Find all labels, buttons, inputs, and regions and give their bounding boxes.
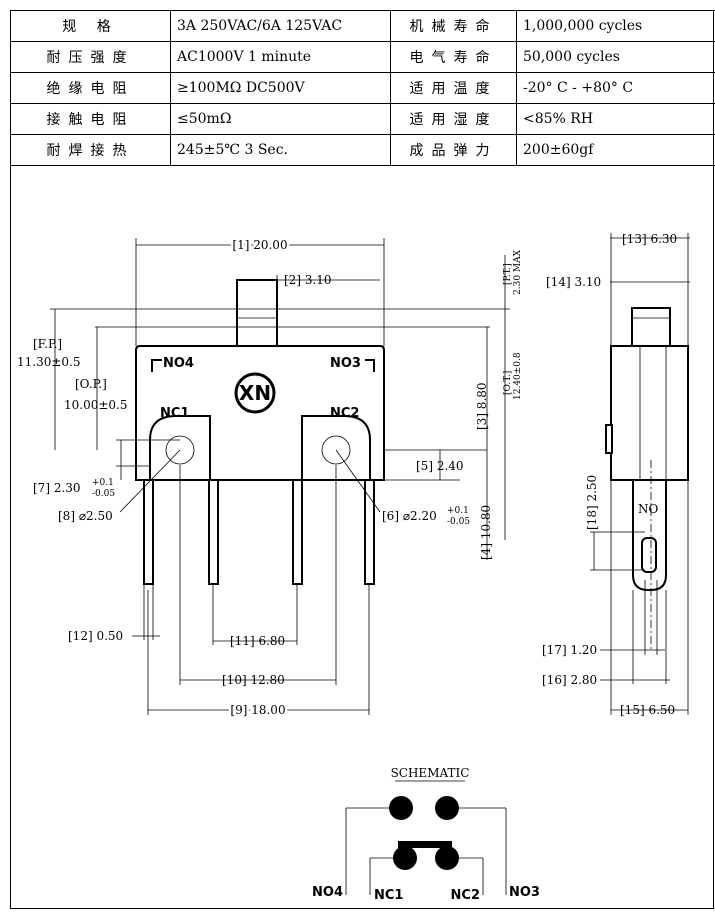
dim-16-label: [16] 2.80 xyxy=(542,673,597,687)
dim-10-label: [10] 12.80 xyxy=(222,673,285,687)
pin-nc1 xyxy=(208,479,219,585)
dim-11-label: [11] 6.80 xyxy=(230,634,285,648)
schematic-no3-label: NO3 xyxy=(509,885,540,900)
spec-label: 电气寿命 xyxy=(390,41,517,73)
dim-4-label: [4] 10.80 xyxy=(479,505,493,560)
ot-label: [O.T.] xyxy=(503,371,513,395)
spec-row: 接触电阻 ≤50mΩ 适用湿度 <85% RH xyxy=(10,103,715,135)
spec-value: 245±5℃ 3 Sec. xyxy=(170,134,391,166)
spec-table: 规 格 3A 250VAC/6A 125VAC 机械寿命 1,000,000 c… xyxy=(10,10,715,166)
contact-nc2 xyxy=(435,846,459,870)
pt-label: [P.T.] xyxy=(503,263,513,285)
contact-no3 xyxy=(435,796,459,820)
spec-value: 50,000 cycles xyxy=(516,41,715,73)
nc1-lug xyxy=(149,415,211,480)
nc2-label: NC2 xyxy=(330,406,359,421)
plunger xyxy=(236,279,278,347)
leader-8 xyxy=(119,449,181,513)
pin-no3 xyxy=(364,479,375,585)
spec-row: 绝缘电阻 ≥100MΩ DC500V 适用温度 -20° C - +80° C xyxy=(10,72,715,104)
spec-value: <85% RH xyxy=(516,103,715,135)
no3-label: NO3 xyxy=(330,356,361,371)
fp-label: [F.P.] xyxy=(33,337,62,351)
side-terminal-slot xyxy=(641,537,657,573)
dim-8-label: [8] ⌀2.50 xyxy=(58,509,113,523)
spec-label: 绝缘电阻 xyxy=(10,72,171,104)
front-view: NO4 NO3 XN NC1 NC2 [1] 20.00 xyxy=(17,236,523,720)
dim-17-label: [17] 1.20 xyxy=(542,643,597,657)
side-no-label: NO xyxy=(638,502,659,516)
nc2-lug xyxy=(301,415,371,480)
spec-label: 接触电阻 xyxy=(10,103,171,135)
schematic-nc2-label: NC2 xyxy=(451,888,480,903)
no3-bracket xyxy=(365,359,375,372)
spec-value: ≥100MΩ DC500V xyxy=(170,72,391,104)
nc2-hole xyxy=(321,435,351,465)
dim-14-label: [14] 3.10 xyxy=(546,275,601,289)
schematic-nc1-label: NC1 xyxy=(374,888,403,903)
contact-no4 xyxy=(389,796,413,820)
dim-12-label: [12] 0.50 xyxy=(68,629,123,643)
side-body xyxy=(610,345,689,481)
dim-18-label: [18] 2.50 xyxy=(585,475,599,530)
spec-row: 耐压强度 AC1000V 1 minute 电气寿命 50,000 cycles xyxy=(10,41,715,73)
schematic: SCHEMATIC NO4 NC1 NC2 NO3 xyxy=(312,766,540,903)
schematic-no4-label: NO4 xyxy=(312,885,343,900)
logo-circle xyxy=(234,372,276,414)
op-label: [O.P.] xyxy=(75,377,107,391)
spec-value: AC1000V 1 minute xyxy=(170,41,391,73)
no4-bracket xyxy=(151,359,162,372)
dim-2-label: [2] 3.10 xyxy=(284,273,332,287)
dim-6-tol-dn: -0.05 xyxy=(447,517,470,527)
fp-value: 11.30±0.5 xyxy=(17,355,81,369)
spec-value: ≤50mΩ xyxy=(170,103,391,135)
no4-label: NO4 xyxy=(163,356,194,371)
spec-label: 适用温度 xyxy=(390,72,517,104)
side-terminal xyxy=(632,479,667,591)
ot-value: 12.40±0.8 xyxy=(513,352,523,400)
spec-value: 200±60gf xyxy=(516,134,715,166)
spec-label: 规 格 xyxy=(10,10,171,42)
side-plunger xyxy=(631,307,671,347)
schematic-title: SCHEMATIC xyxy=(391,766,470,780)
dim-5-label: [5] 2.40 xyxy=(416,459,464,473)
contact-nc1 xyxy=(393,846,417,870)
pt-value: 2.30 MAX xyxy=(513,249,523,295)
dim-7-tol-dn: -0.05 xyxy=(92,489,115,499)
op-value: 10.00±0.5 xyxy=(64,398,128,412)
logo-text: XN xyxy=(239,381,271,405)
dim-9-label: [9] 18.00 xyxy=(230,703,285,717)
pin-no4 xyxy=(143,479,154,585)
dim-6-tol-up: +0.1 xyxy=(447,506,469,516)
dim-3-label: [3] 8.80 xyxy=(475,382,489,430)
leader-6 xyxy=(335,449,381,513)
dim-7-label: [7] 2.30 xyxy=(33,481,81,495)
side-tab xyxy=(605,424,613,454)
nc1-hole xyxy=(165,435,195,465)
dim-13-label: [13] 6.30 xyxy=(622,232,677,246)
dim-7-tol-up: +0.1 xyxy=(92,478,114,488)
spec-row: 耐焊接热 245±5℃ 3 Sec. 成品弹力 200±60gf xyxy=(10,134,715,166)
dim-15-label: [15] 6.50 xyxy=(620,703,675,717)
dim-1-label: [1] 20.00 xyxy=(232,238,287,252)
spec-label: 耐焊接热 xyxy=(10,134,171,166)
spec-value: 3A 250VAC/6A 125VAC xyxy=(170,10,391,42)
spec-label: 适用湿度 xyxy=(390,103,517,135)
pin-nc2 xyxy=(292,479,303,585)
spec-label: 成品弹力 xyxy=(390,134,517,166)
nc1-label: NC1 xyxy=(160,406,189,421)
spec-value: -20° C - +80° C xyxy=(516,72,715,104)
side-view: [13] 6.30 [14] 3.10 NO [18] 2.50 xyxy=(542,232,690,717)
moving-contact-bar xyxy=(398,841,452,848)
dim-6-label: [6] ⌀2.20 xyxy=(382,509,437,523)
spec-value: 1,000,000 cycles xyxy=(516,10,715,42)
spec-row: 规 格 3A 250VAC/6A 125VAC 机械寿命 1,000,000 c… xyxy=(10,10,715,42)
